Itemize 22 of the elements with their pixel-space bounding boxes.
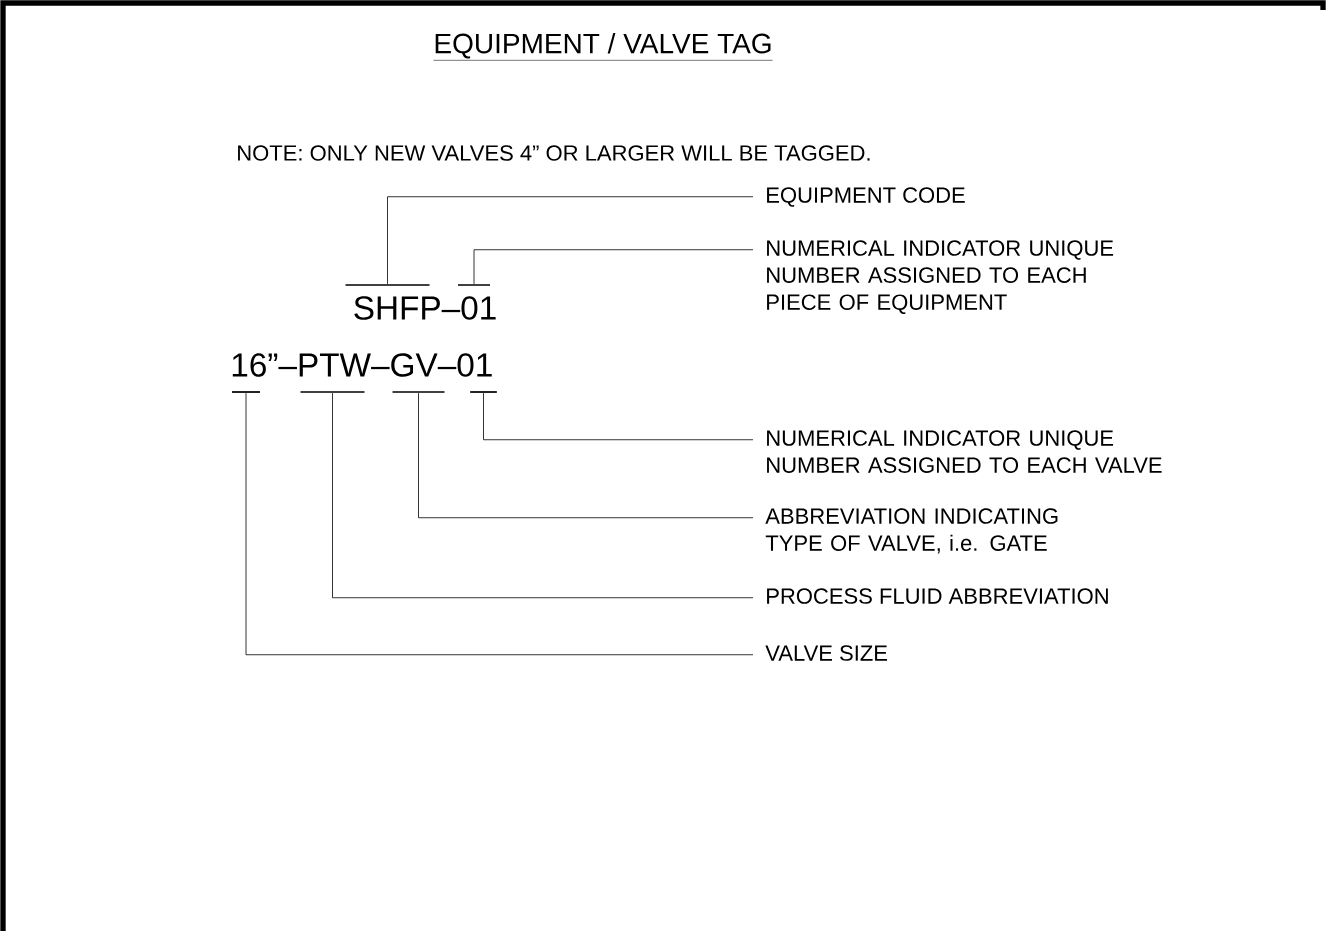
leader-line xyxy=(245,392,754,656)
underline-bar xyxy=(300,391,365,393)
leader-line xyxy=(387,196,754,285)
description-text: NUMERICAL INDICATOR UNIQUE NUMBER ASSIGNED TO EACH VALVE xyxy=(767,430,1162,473)
tag-text: SHFP–01 xyxy=(354,296,496,320)
leader-line xyxy=(483,392,754,441)
description-text: PROCESS FLUID ABBREVIATION xyxy=(767,588,1108,604)
underline-bar xyxy=(392,391,445,393)
description-text: VALVE SIZE xyxy=(765,645,887,661)
tag-text: 16”–PTW–GV–01 xyxy=(232,353,492,377)
underline-bar xyxy=(232,391,260,393)
leader-line xyxy=(418,392,754,519)
leader-line xyxy=(332,392,754,599)
description-text: EQUIPMENT CODE xyxy=(767,187,965,207)
description-text: NUMERICAL INDICATOR UNIQUE NUMBER ASSIGNED TO EACH PIECE OF EQUIPMENT xyxy=(767,240,1114,314)
description-text: ABBREVIATION INDICATING TYPE OF VALVE, i.e. GATE xyxy=(765,508,1058,554)
underline-bar xyxy=(458,284,490,286)
underline-bar xyxy=(470,391,497,393)
leader-line xyxy=(473,249,754,285)
note-text: NOTE: ONLY NEW VALVES 4” OR LARGER WILL BE TAGGED. xyxy=(238,145,870,161)
title: EQUIPMENT / VALVE TAG xyxy=(433,32,773,61)
underline-bar xyxy=(345,284,430,286)
